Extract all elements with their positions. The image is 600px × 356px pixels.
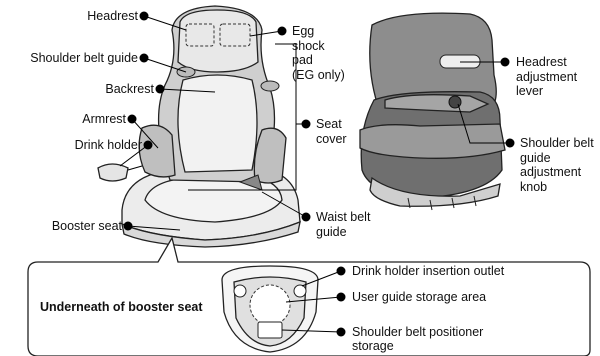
- shoulder-belt-guide-label: Shoulder belt guide: [30, 51, 138, 66]
- headrest-adjustment-lever-label: Headrest adjustment lever: [516, 55, 577, 99]
- booster-seat-rear-illustration: [360, 13, 505, 210]
- headrest-label: Headrest: [87, 9, 138, 24]
- shoulder-belt-positioner-storage-label: Shoulder belt positioner storage: [352, 325, 483, 353]
- drink-holder-label: Drink holder: [75, 138, 142, 153]
- armrest-label: Armrest: [82, 112, 126, 127]
- shoulder-belt-guide-adjustment-knob-label: Shoulder belt guide adjustment knob: [520, 136, 594, 194]
- drink-holder-insertion-outlet-label: Drink holder insertion outlet: [352, 264, 504, 279]
- underneath-callout: [28, 238, 590, 356]
- booster-seat-front-illustration: [98, 6, 300, 247]
- booster-seat-label: Booster seat: [52, 219, 122, 234]
- backrest-label: Backrest: [105, 82, 154, 97]
- egg-shock-pad-label: Egg shock pad (EG only): [292, 24, 345, 82]
- waist-belt-guide-label: Waist belt guide: [316, 210, 370, 239]
- seat-cover-label: Seat cover: [316, 117, 347, 146]
- underneath-title: Underneath of booster seat: [40, 300, 203, 315]
- user-guide-storage-area-label: User guide storage area: [352, 290, 486, 305]
